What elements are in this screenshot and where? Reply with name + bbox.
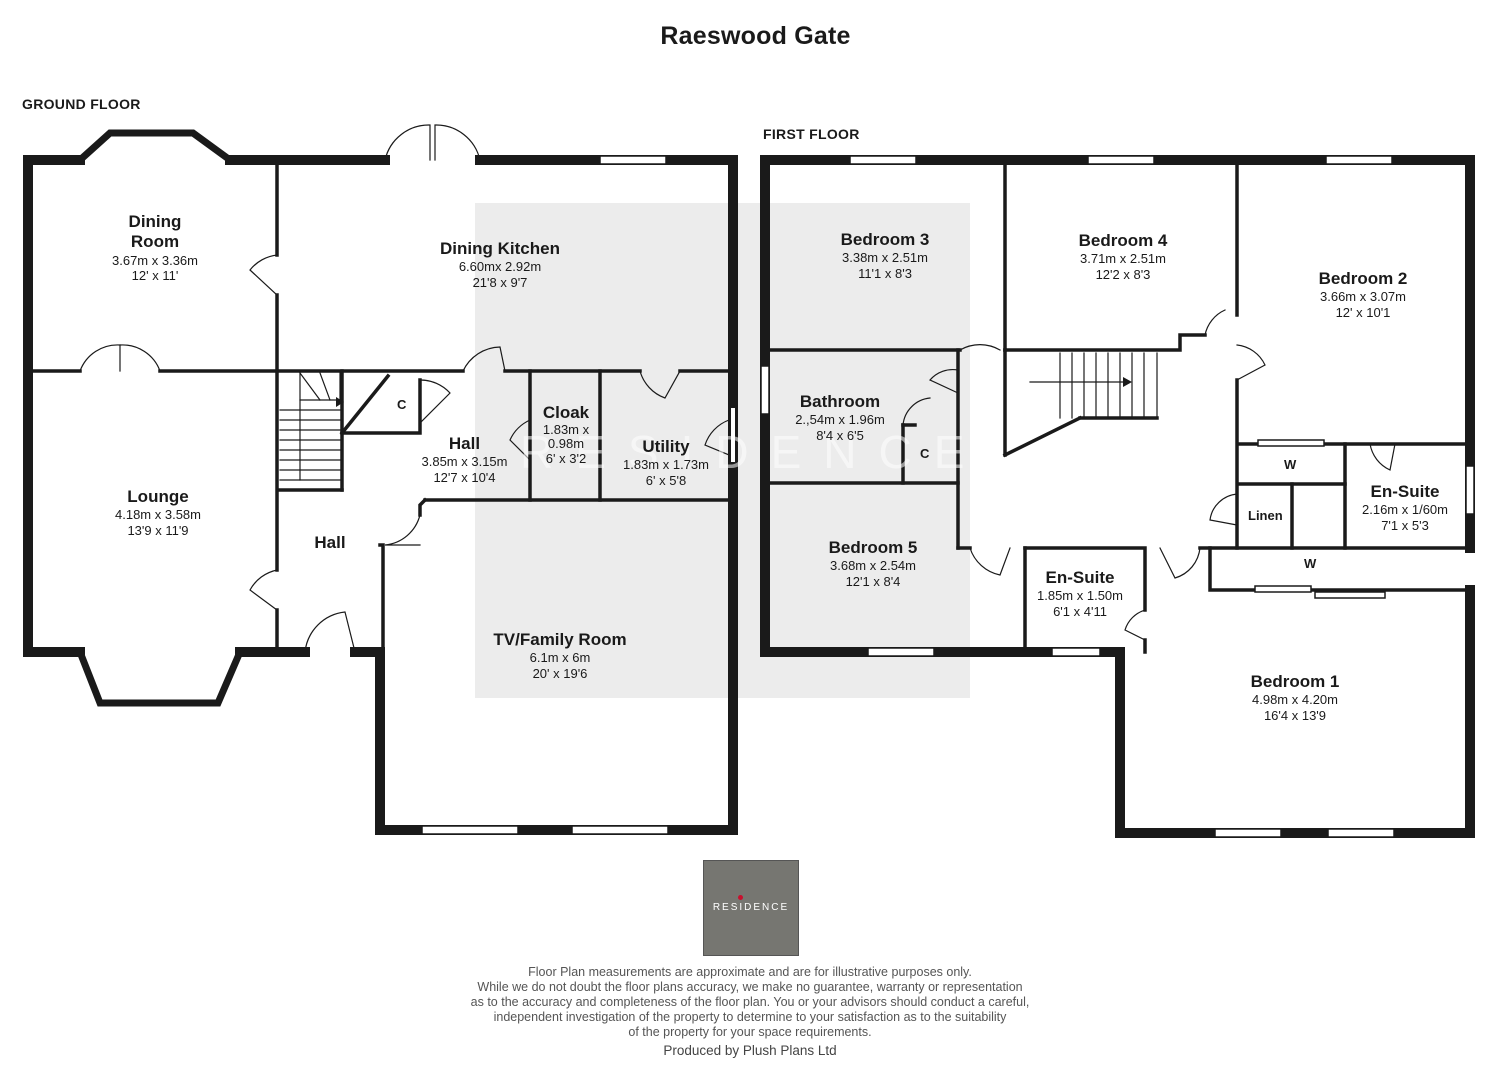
first-floor-outer-walls [760, 155, 1475, 838]
room-bedroom-3: Bedroom 3 3.38m x 2.51m 11'1 x 8'3 [815, 230, 955, 282]
room-metric: 6.60mx 2.92m [458, 259, 542, 275]
room-dining-kitchen: Dining Kitchen 6.60mx 2.92m 21'8 x 9'7 [420, 239, 580, 291]
room-name: Dining Kitchen [440, 239, 560, 258]
room-metric: 2.16m x 1/60m [1362, 502, 1448, 518]
ground-interior-walls [31, 163, 731, 654]
room-metric: 1.83m x 0.98m [542, 422, 590, 452]
first-stairs [1029, 352, 1158, 419]
room-imperial: 12'7 x 10'4 [433, 469, 496, 485]
room-name: Bedroom 2 [1318, 269, 1408, 288]
room-metric: 2.,54m x 1.96m [795, 412, 885, 428]
wardrobe-label: W [1284, 457, 1297, 472]
room-metric: 6.1m x 6m [529, 650, 591, 666]
room-name: Bedroom 1 [1250, 672, 1340, 691]
room-metric: 4.18m x 3.58m [115, 507, 201, 523]
room-name: En-Suite [1370, 482, 1440, 501]
room-imperial: 12' x 11' [131, 268, 179, 284]
room-ensuite-bed2: En-Suite 2.16m x 1/60m 7'1 x 5'3 [1350, 482, 1460, 534]
linen-label: Linen [1248, 508, 1283, 523]
room-metric: 3.38m x 2.51m [842, 250, 928, 266]
room-imperial: 21'8 x 9'7 [472, 274, 528, 290]
windows [421, 155, 1475, 838]
room-name: Bedroom 4 [1078, 231, 1168, 250]
room-metric: 3.71m x 2.51m [1080, 251, 1166, 267]
room-imperial: 11'1 x 8'3 [858, 265, 912, 281]
logo-text: RESIDENCE [712, 902, 790, 913]
room-dining-room: Dining Room 3.67m x 3.36m 12' x 11' [90, 212, 220, 284]
room-hall-upper: Hall 3.85m x 3.15m 12'7 x 10'4 [412, 434, 517, 486]
room-metric: 1.83m x 1.73m [623, 457, 709, 473]
room-name: En-Suite [1045, 568, 1115, 587]
room-imperial: 6' x 3'2 [545, 450, 587, 466]
ground-floor-label: GROUND FLOOR [22, 96, 141, 112]
ground-stairs [279, 372, 343, 481]
ground-bay-walls [75, 129, 245, 707]
logo-dot [738, 895, 743, 900]
wardrobe-label: W [1304, 556, 1317, 571]
room-name: TV/Family Room [493, 630, 627, 649]
room-name: Cloak [542, 403, 590, 422]
room-name: Lounge [127, 487, 189, 506]
stair-arrows [336, 377, 1132, 407]
disclaimer-text: Floor Plan measurements are approximate … [470, 965, 1030, 1039]
watermark-panel [475, 203, 970, 698]
room-name: Hall [448, 434, 481, 453]
room-name: Hall [314, 533, 346, 552]
room-imperial: 12' x 10'1 [1335, 304, 1391, 320]
room-metric: 3.67m x 3.36m [112, 252, 198, 268]
room-name: Utility [642, 437, 690, 456]
room-bathroom: Bathroom 2.,54m x 1.96m 8'4 x 6'5 [780, 392, 900, 444]
room-tv-family: TV/Family Room 6.1m x 6m 20' x 19'6 [480, 630, 640, 682]
room-imperial: 16'4 x 13'9 [1263, 707, 1327, 723]
room-bedroom-5: Bedroom 5 3.68m x 2.54m 12'1 x 8'4 [803, 538, 943, 590]
first-interior-walls [768, 163, 1467, 654]
cupboard-label: C [920, 446, 930, 461]
room-bedroom-2: Bedroom 2 3.66m x 3.07m 12' x 10'1 [1293, 269, 1433, 321]
ground-floor-outer-walls [23, 155, 738, 835]
residence-logo: RESIDENCE [703, 860, 799, 956]
room-metric: 3.66m x 3.07m [1320, 289, 1406, 305]
room-hall-lower: Hall [300, 533, 360, 553]
room-imperial: 8'4 x 6'5 [816, 427, 864, 443]
room-name: Bedroom 5 [828, 538, 918, 557]
room-bedroom-1: Bedroom 1 4.98m x 4.20m 16'4 x 13'9 [1225, 672, 1365, 724]
plan-title: Raeswood Gate [660, 22, 851, 50]
room-imperial: 20' x 19'6 [532, 665, 588, 681]
cupboard-label: C [397, 397, 407, 412]
producer-credit: Produced by Plush Plans Ltd [663, 1043, 837, 1058]
first-floor-label: FIRST FLOOR [763, 126, 860, 142]
room-name: Bathroom [799, 392, 881, 411]
room-metric: 4.98m x 4.20m [1252, 692, 1338, 708]
room-cloak: Cloak 1.83m x 0.98m 6' x 3'2 [532, 403, 600, 466]
watermark-text: RESIDENCE [520, 426, 987, 478]
room-name: Bedroom 3 [840, 230, 930, 249]
room-imperial: 13'9 x 11'9 [127, 522, 189, 538]
room-imperial: 7'1 x 5'3 [1381, 517, 1429, 533]
room-utility: Utility 1.83m x 1.73m 6' x 5'8 [612, 437, 720, 489]
room-imperial: 6' x 5'8 [645, 472, 687, 488]
room-metric: 1.85m x 1.50m [1037, 588, 1123, 604]
room-ensuite-small: En-Suite 1.85m x 1.50m 6'1 x 4'11 [1030, 568, 1130, 620]
door-swings [79, 124, 1396, 653]
room-lounge: Lounge 4.18m x 3.58m 13'9 x 11'9 [93, 487, 223, 539]
room-bedroom-4: Bedroom 4 3.71m x 2.51m 12'2 x 8'3 [1053, 231, 1193, 283]
room-name: Dining Room [128, 212, 182, 252]
room-metric: 3.68m x 2.54m [830, 558, 916, 574]
room-imperial: 12'2 x 8'3 [1095, 266, 1151, 282]
room-imperial: 12'1 x 8'4 [845, 573, 901, 589]
room-imperial: 6'1 x 4'11 [1053, 603, 1107, 619]
room-metric: 3.85m x 3.15m [421, 454, 508, 470]
